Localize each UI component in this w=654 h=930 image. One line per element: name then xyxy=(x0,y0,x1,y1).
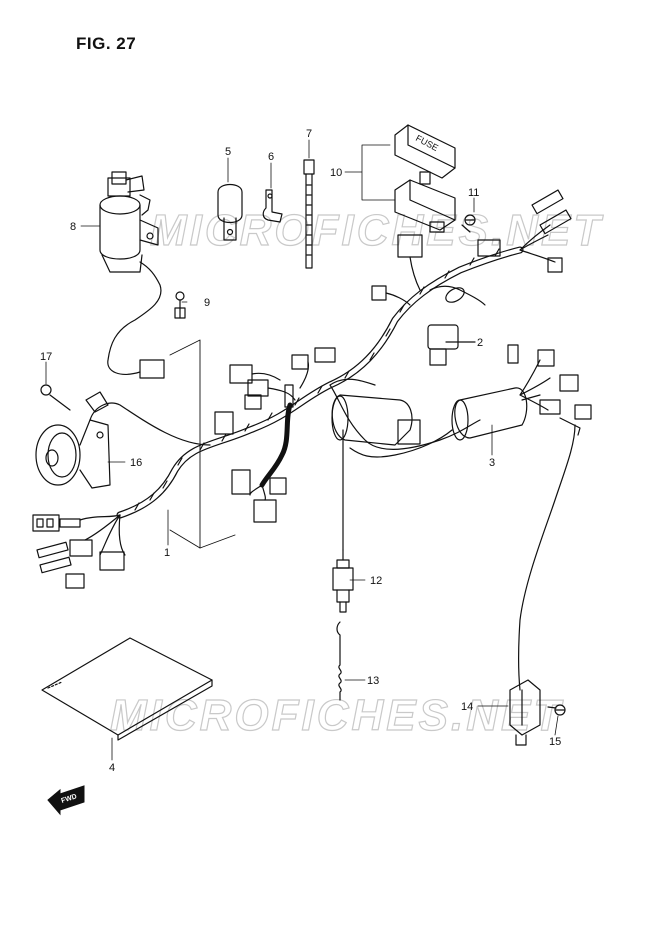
callout-6: 6 xyxy=(268,151,274,163)
callout-3: 3 xyxy=(489,457,495,469)
callout-12: 12 xyxy=(370,575,382,587)
callout-2: 2 xyxy=(477,337,483,349)
callout-leaders xyxy=(45,139,559,761)
neutral-switch-12[interactable] xyxy=(332,549,354,613)
callout-16: 16 xyxy=(130,457,142,469)
callout-10: 10 xyxy=(330,167,342,179)
ignition-switch[interactable] xyxy=(99,171,186,379)
clamp-5[interactable] xyxy=(217,183,243,241)
fwd-label: FWD xyxy=(60,793,77,805)
screw-11[interactable] xyxy=(461,214,476,233)
callout-labels: 1 2 3 4 5 6 7 8 9 10 11 12 13 14 15 16 1… xyxy=(40,128,561,774)
screw-15[interactable] xyxy=(547,704,566,716)
bolt-17[interactable] xyxy=(40,384,71,411)
callout-1: 1 xyxy=(164,547,170,559)
ignition-coil-3[interactable] xyxy=(349,387,541,458)
callout-9: 9 xyxy=(204,297,210,309)
callout-11: 11 xyxy=(468,187,479,199)
main-wiring-harness[interactable] xyxy=(32,189,592,589)
fuse-box-10[interactable] xyxy=(394,124,456,233)
relay-2[interactable] xyxy=(427,324,476,366)
callout-8: 8 xyxy=(70,221,76,233)
ignition-coil-a[interactable] xyxy=(331,394,421,551)
callout-7: 7 xyxy=(306,128,312,140)
wiring-diagram-sheet-4[interactable] xyxy=(41,637,213,741)
callout-5: 5 xyxy=(225,146,231,158)
brake-switch-14[interactable] xyxy=(509,417,581,746)
horn-16[interactable] xyxy=(35,391,211,489)
cable-tie-7[interactable] xyxy=(303,159,315,269)
callout-17: 17 xyxy=(40,351,52,363)
watermark-bottom: MICROFICHES.NET xyxy=(110,691,563,740)
callout-13: 13 xyxy=(367,675,379,687)
callout-14: 14 xyxy=(461,701,473,713)
clamp-6[interactable] xyxy=(262,189,283,223)
callout-4: 4 xyxy=(109,762,115,774)
fwd-arrow-icon: FWD xyxy=(47,785,85,816)
callout-15: 15 xyxy=(549,736,561,748)
figure-title: FIG. 27 xyxy=(76,34,137,53)
spring-pin-13[interactable] xyxy=(336,621,342,701)
